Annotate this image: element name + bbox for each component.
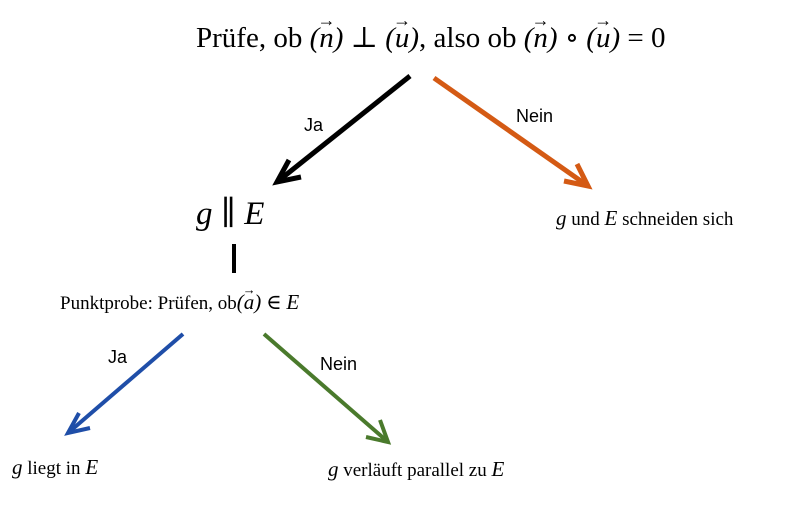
root-question-prefix: Prüfe, ob xyxy=(196,22,303,54)
equals-zero: = 0 xyxy=(627,22,666,54)
lies-in-result: g liegt in E xyxy=(12,455,99,479)
point-test-prefix: Punktprobe: Prüfen, ob xyxy=(60,293,237,314)
vector-n: (n) xyxy=(310,24,344,53)
line-g: g xyxy=(12,455,23,479)
vector-u: (u) xyxy=(385,24,419,53)
element-of-symbol: ∈ xyxy=(266,290,282,314)
plane-E: E xyxy=(244,196,265,232)
vector-a: (a) xyxy=(237,292,262,313)
parallel-node: g ∥ E xyxy=(196,198,264,231)
intersect-text: und xyxy=(571,209,600,230)
plane-E: E xyxy=(491,457,505,481)
line-g: g xyxy=(196,196,213,232)
edge-label-no-bottom: Nein xyxy=(320,354,358,374)
intersect-text-2: schneiden sich xyxy=(622,209,734,230)
plane-E: E xyxy=(286,290,300,314)
line-g: g xyxy=(328,457,339,481)
line-g: g xyxy=(556,206,567,230)
arrow-no-top xyxy=(432,75,593,190)
runs-parallel-result: g verläuft parallel zu E xyxy=(328,457,505,481)
lies-in-text: liegt in xyxy=(27,458,81,479)
point-test-node: Punktprobe: Prüfen, ob(a) ∈ E xyxy=(60,290,300,314)
edge-label-yes-bottom: Ja xyxy=(108,347,128,367)
runs-parallel-text: verläuft parallel zu xyxy=(343,460,487,481)
arrow-yes-bottom xyxy=(64,332,185,436)
perpendicular-symbol: ⊥ xyxy=(350,22,378,54)
intersect-result: g und E schneiden sich xyxy=(556,206,734,230)
parallel-symbol: ∥ xyxy=(220,196,236,232)
root-question-middle: , also ob xyxy=(419,22,517,54)
plane-E: E xyxy=(85,455,99,479)
edge-label-no-top: Nein xyxy=(516,106,554,126)
arrow-no-bottom xyxy=(262,332,392,445)
scalar-product-symbol: ∘ xyxy=(564,22,580,54)
arrow-yes-top xyxy=(272,74,412,186)
plane-E: E xyxy=(604,206,618,230)
vector-n-2: (n) xyxy=(524,24,558,53)
edge-label-yes-top: Ja xyxy=(304,115,324,135)
root-question: Prüfe, ob (n) ⊥ (u), also ob (n) ∘ (u) =… xyxy=(196,24,665,53)
vector-u-2: (u) xyxy=(586,24,620,53)
